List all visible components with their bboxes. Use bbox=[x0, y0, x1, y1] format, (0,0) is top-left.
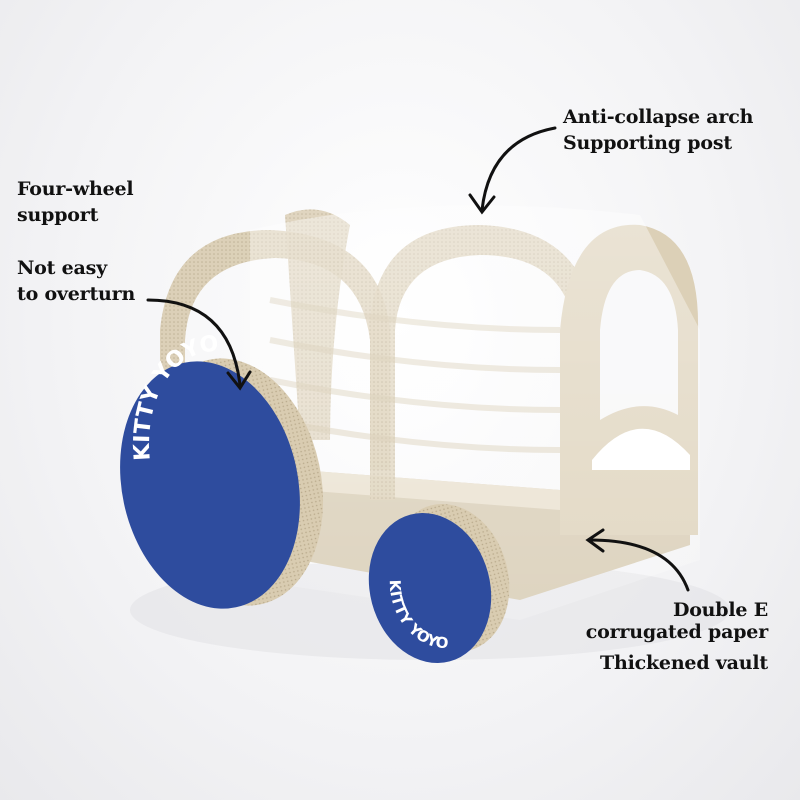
arch-annotation: Anti-collapse arch Supporting post bbox=[563, 104, 753, 156]
annotation-line: Not easy bbox=[17, 257, 107, 279]
front-right-wheel: KITTY YOYO bbox=[368, 504, 510, 664]
annotation-line: Thickened vault bbox=[600, 652, 768, 674]
annotation-line: Supporting post bbox=[563, 132, 732, 154]
annotation-line: support bbox=[17, 204, 99, 226]
material-annotation: Double E corrugated paper Thickened vaul… bbox=[586, 599, 768, 674]
cart-body bbox=[160, 205, 700, 620]
wheels-annotation: Four-wheel support bbox=[17, 176, 134, 228]
annotation-line: corrugated paper bbox=[585, 621, 768, 643]
arrow-arch-icon bbox=[468, 126, 557, 215]
annotation-line: Double E bbox=[672, 599, 768, 621]
stability-annotation: Not easy to overturn bbox=[17, 255, 135, 307]
arrow-wheel-icon bbox=[146, 298, 252, 391]
arrow-material-icon bbox=[585, 528, 690, 592]
annotation-line: to overturn bbox=[17, 283, 136, 305]
annotation-line: Anti-collapse arch bbox=[563, 106, 754, 128]
annotation-line: Four-wheel bbox=[17, 178, 134, 200]
